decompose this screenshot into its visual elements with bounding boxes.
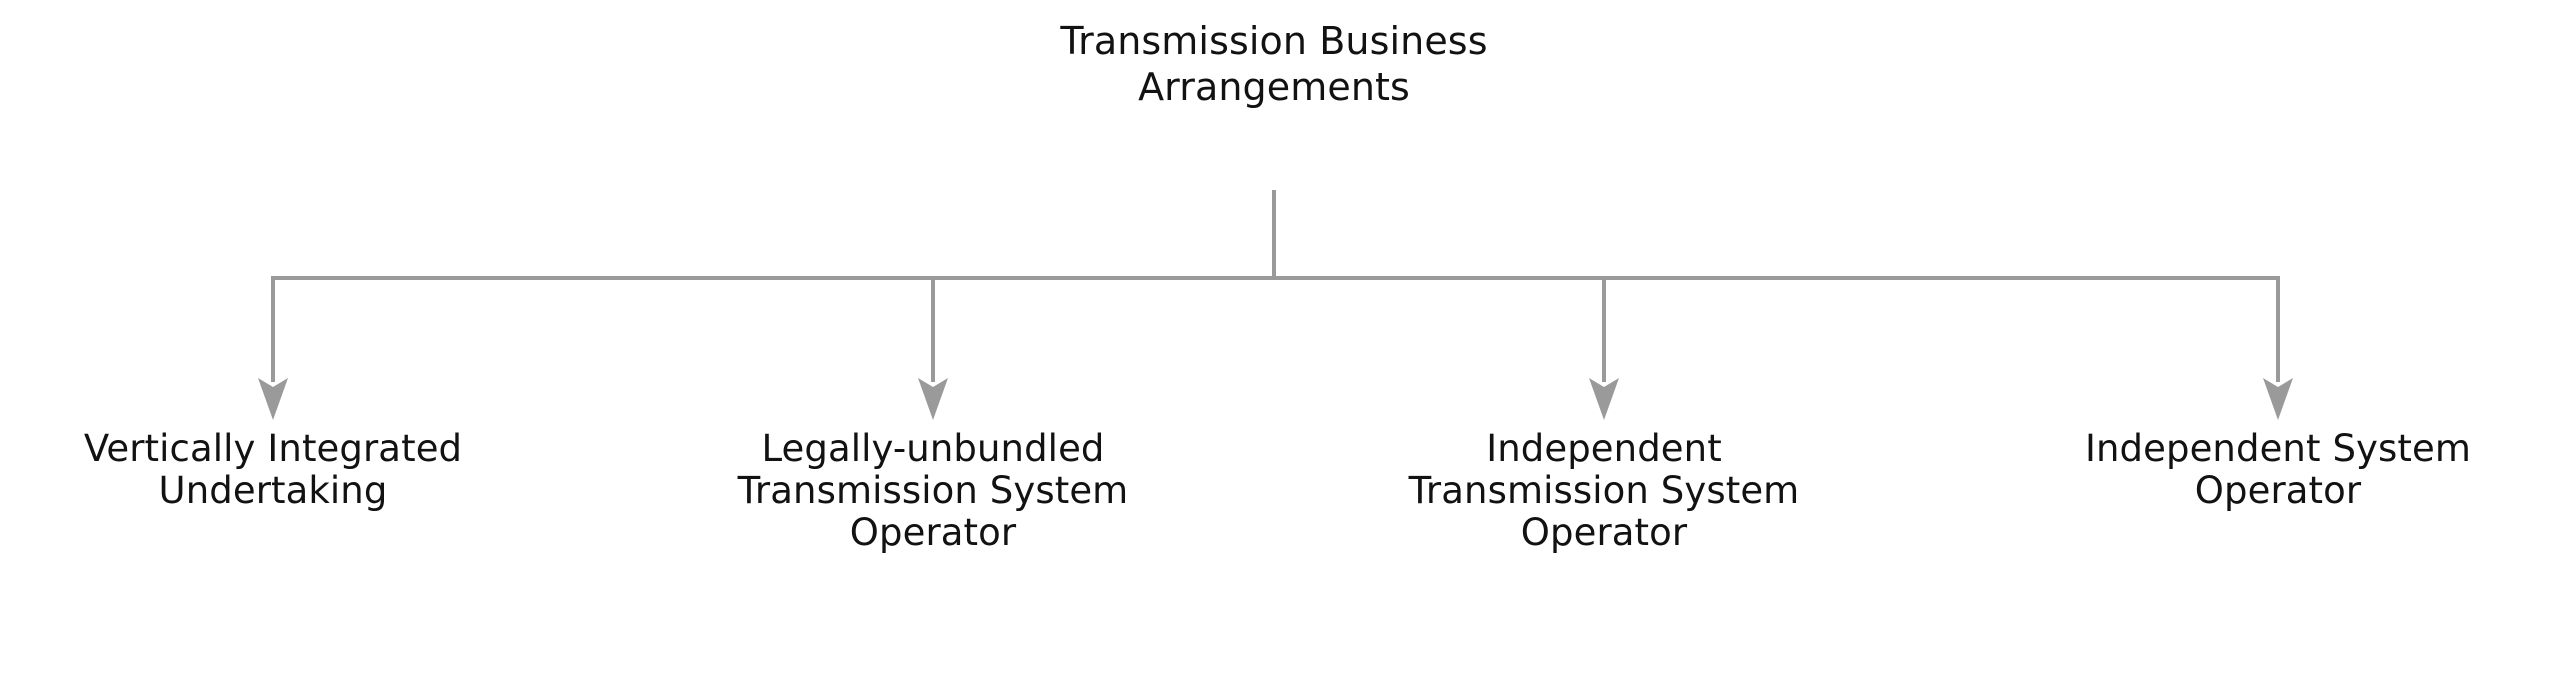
node-child-0-line-2: Undertaking	[158, 469, 388, 513]
node-child-1-line-1: Legally-unbundled	[761, 427, 1105, 470]
node-child-2-line-3: Operator	[1520, 511, 1688, 555]
connector-group	[258, 190, 2293, 420]
arrow-head-2	[918, 378, 948, 420]
node-child-3-line-2: Operator	[2194, 469, 2362, 513]
node-legally-unbundled-transmission-system-operator[interactable]: Legally-unbundled Transmission System Op…	[668, 427, 1198, 555]
node-child-0-line-1: Vertically Integrated	[83, 427, 463, 470]
node-vertically-integrated-undertaking[interactable]: Vertically Integrated Undertaking	[8, 427, 538, 513]
node-independent-system-operator[interactable]: Independent System Operator	[2013, 427, 2543, 513]
node-child-1-line-2: Transmission System	[737, 469, 1129, 513]
node-child-3-line-1: Independent System	[2084, 427, 2472, 470]
node-independent-transmission-system-operator[interactable]: Independent Transmission System Operator	[1339, 427, 1869, 555]
node-child-1-line-3: Operator	[849, 511, 1017, 555]
arrow-head-4	[2263, 378, 2293, 420]
node-root-line-2: Arrangements	[1138, 65, 1410, 110]
node-child-2-line-1: Independent	[1486, 427, 1722, 470]
node-child-2-line-2: Transmission System	[1408, 469, 1800, 513]
node-root-line-1: Transmission Business	[1060, 19, 1488, 63]
arrow-head-3	[1589, 378, 1619, 420]
arrow-head-1	[258, 378, 288, 420]
node-root[interactable]: Transmission Business Arrangements	[874, 18, 1674, 111]
